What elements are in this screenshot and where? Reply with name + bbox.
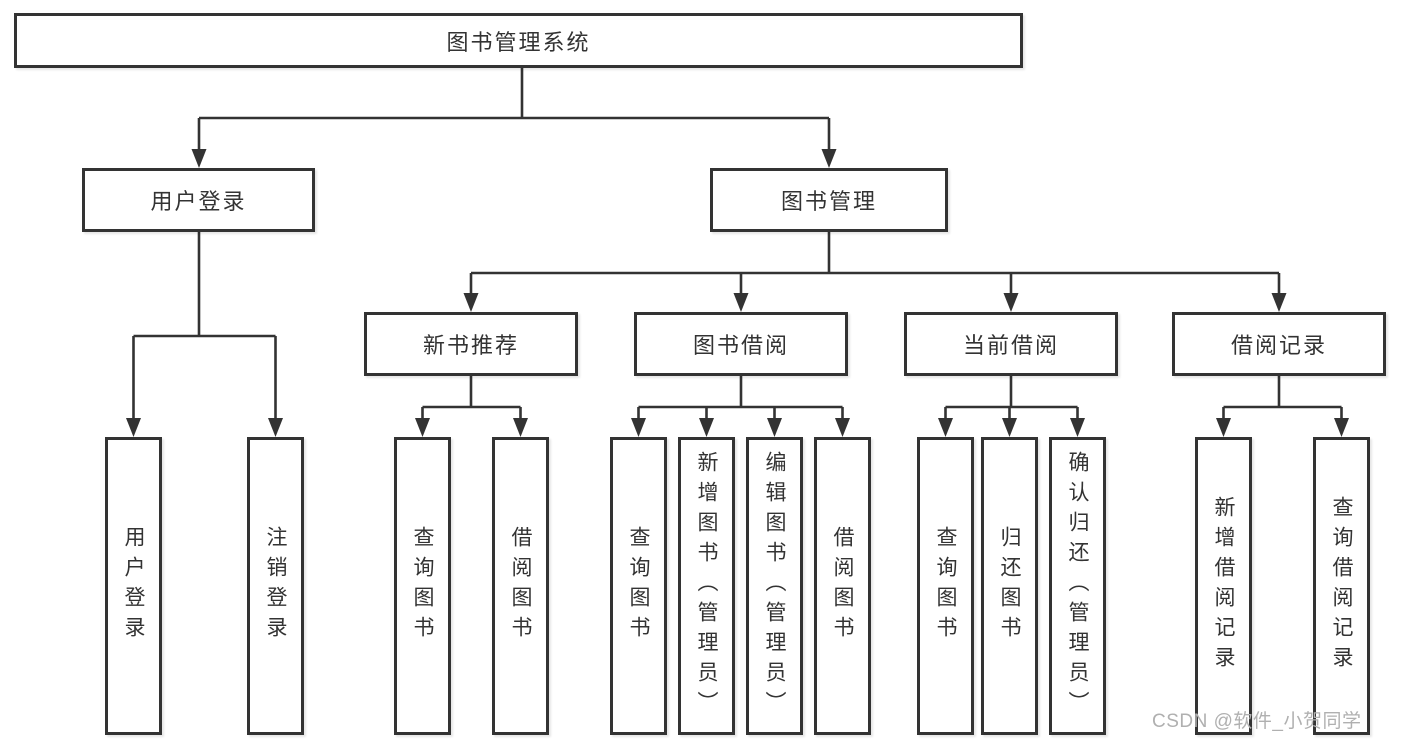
- node-current-borrow-label: 当前借阅: [962, 333, 1059, 358]
- arrowhead: [1002, 418, 1017, 437]
- leaf-user-login: 用户登录: [105, 437, 162, 735]
- arrowhead: [126, 418, 141, 437]
- leaf-current-return-books-label: 归还图书: [998, 526, 1021, 646]
- leaf-borrow-edit-books-admin: 编辑图书（管理员）: [746, 437, 803, 735]
- node-book-borrow: 图书借阅: [634, 312, 848, 376]
- arrowhead: [767, 418, 782, 437]
- node-book-borrow-label: 图书借阅: [692, 333, 789, 358]
- arrowhead: [191, 149, 207, 168]
- node-borrow-records: 借阅记录: [1172, 312, 1386, 376]
- arrowhead: [415, 418, 430, 437]
- node-book-management: 图书管理: [710, 168, 948, 232]
- leaf-newrec-query-books-label: 查询图书: [411, 526, 434, 646]
- node-root-label: 图书管理系统: [446, 29, 591, 55]
- leaf-records-add-record: 新增借阅记录: [1195, 437, 1252, 735]
- leaf-current-query-books-label: 查询图书: [934, 526, 957, 646]
- arrowhead: [1216, 418, 1231, 437]
- leaf-borrow-borrow-books: 借阅图书: [814, 437, 871, 735]
- leaf-logout: 注销登录: [247, 437, 304, 735]
- csdn-watermark: CSDN @软件_小贺同学: [1152, 711, 1362, 732]
- leaf-newrec-query-books: 查询图书: [394, 437, 451, 735]
- leaf-current-confirm-return-admin-label: 确认归还（管理员）: [1066, 451, 1089, 721]
- leaf-user-login-label: 用户登录: [122, 526, 145, 646]
- arrowhead: [699, 418, 714, 437]
- arrowhead: [463, 293, 479, 312]
- arrowhead: [1334, 418, 1349, 437]
- node-book-management-label: 图书管理: [780, 189, 877, 214]
- leaf-newrec-borrow-books: 借阅图书: [492, 437, 549, 735]
- arrowhead: [268, 418, 283, 437]
- arrowhead: [733, 293, 749, 312]
- arrowhead: [1271, 293, 1287, 312]
- node-root: 图书管理系统: [14, 13, 1023, 68]
- node-new-book-recommend: 新书推荐: [364, 312, 578, 376]
- leaf-borrow-add-books-admin: 新增图书（管理员）: [678, 437, 735, 735]
- leaf-newrec-borrow-books-label: 借阅图书: [509, 526, 532, 646]
- leaf-borrow-add-books-admin-label: 新增图书（管理员）: [695, 451, 718, 721]
- leaf-current-return-books: 归还图书: [981, 437, 1038, 735]
- leaf-records-query-record-label: 查询借阅记录: [1330, 496, 1353, 676]
- arrowhead: [1003, 293, 1019, 312]
- arrowhead: [631, 418, 646, 437]
- leaf-current-query-books: 查询图书: [917, 437, 974, 735]
- node-borrow-records-label: 借阅记录: [1230, 333, 1327, 358]
- arrowhead: [821, 149, 837, 168]
- arrowhead: [513, 418, 528, 437]
- leaf-borrow-borrow-books-label: 借阅图书: [831, 526, 854, 646]
- leaf-current-confirm-return-admin: 确认归还（管理员）: [1049, 437, 1106, 735]
- arrowhead: [1070, 418, 1085, 437]
- tree-connector-path: [132, 68, 1343, 420]
- arrowhead: [938, 418, 953, 437]
- node-current-borrow: 当前借阅: [904, 312, 1118, 376]
- leaf-records-query-record: 查询借阅记录: [1313, 437, 1370, 735]
- leaf-borrow-query-books: 查询图书: [610, 437, 667, 735]
- leaf-borrow-edit-books-admin-label: 编辑图书（管理员）: [763, 451, 786, 721]
- node-user-login-label: 用户登录: [150, 189, 247, 214]
- node-new-book-recommend-label: 新书推荐: [422, 333, 519, 358]
- leaf-logout-label: 注销登录: [264, 526, 287, 646]
- node-user-login: 用户登录: [82, 168, 315, 232]
- arrowhead: [835, 418, 850, 437]
- leaf-borrow-query-books-label: 查询图书: [627, 526, 650, 646]
- leaf-records-add-record-label: 新增借阅记录: [1212, 496, 1235, 676]
